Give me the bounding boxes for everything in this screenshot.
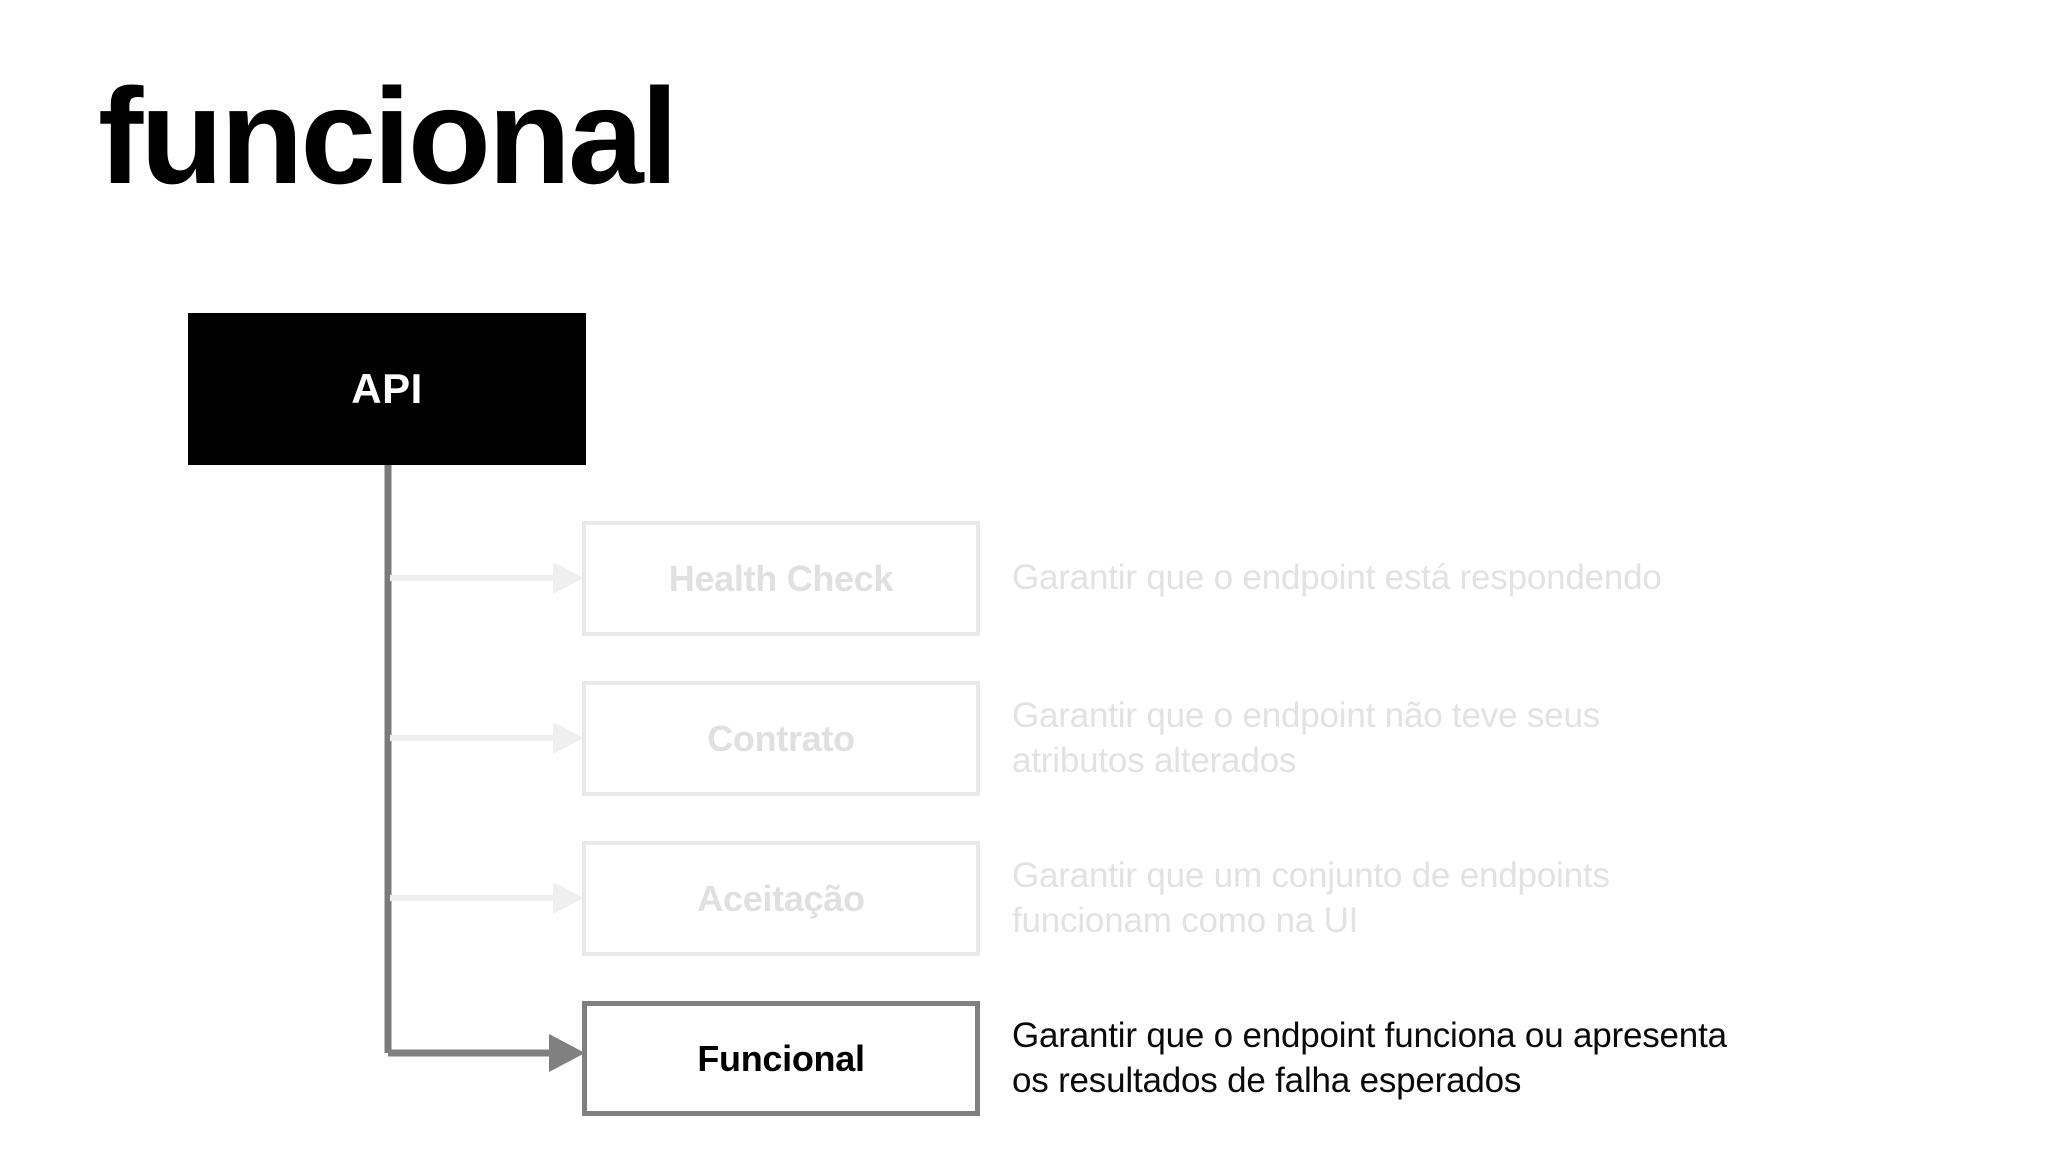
node-description-contrato: Garantir que o endpoint não teve seus at… xyxy=(1012,695,1601,780)
branch-row-aceitacao: Aceitação Garantir que um conjunto de en… xyxy=(582,841,1982,956)
branch-row-health-check: Health Check Garantir que o endpoint est… xyxy=(582,521,1982,636)
branch-row-funcional: Funcional Garantir que o endpoint funcio… xyxy=(582,1001,1982,1116)
node-box-aceitacao[interactable]: Aceitação xyxy=(582,841,980,956)
branch-connector-3 xyxy=(390,882,584,914)
node-description-funcional: Garantir que o endpoint funciona ou apre… xyxy=(1012,1015,1727,1100)
root-node-label: API xyxy=(351,365,423,412)
node-label-funcional: Funcional xyxy=(697,1037,865,1079)
node-box-contrato[interactable]: Contrato xyxy=(582,681,980,796)
node-label-contrato: Contrato xyxy=(707,717,855,759)
branch-row-contrato: Contrato Garantir que o endpoint não tev… xyxy=(582,681,1982,796)
node-label-health-check: Health Check xyxy=(668,557,894,599)
page-title: funcional xyxy=(98,60,678,212)
node-box-funcional[interactable]: Funcional xyxy=(582,1001,980,1116)
branch-connector-2 xyxy=(390,722,584,754)
branch-connector-1 xyxy=(390,562,584,594)
node-description-health-check: Garantir que o endpoint está respondendo xyxy=(1012,558,1662,598)
node-label-aceitacao: Aceitação xyxy=(697,877,865,919)
node-box-health-check[interactable]: Health Check xyxy=(582,521,980,636)
branch-connector-4 xyxy=(388,1034,585,1072)
node-description-aceitacao: Garantir que um conjunto de endpoints fu… xyxy=(1012,855,1610,940)
root-node-api[interactable]: API xyxy=(188,313,586,465)
